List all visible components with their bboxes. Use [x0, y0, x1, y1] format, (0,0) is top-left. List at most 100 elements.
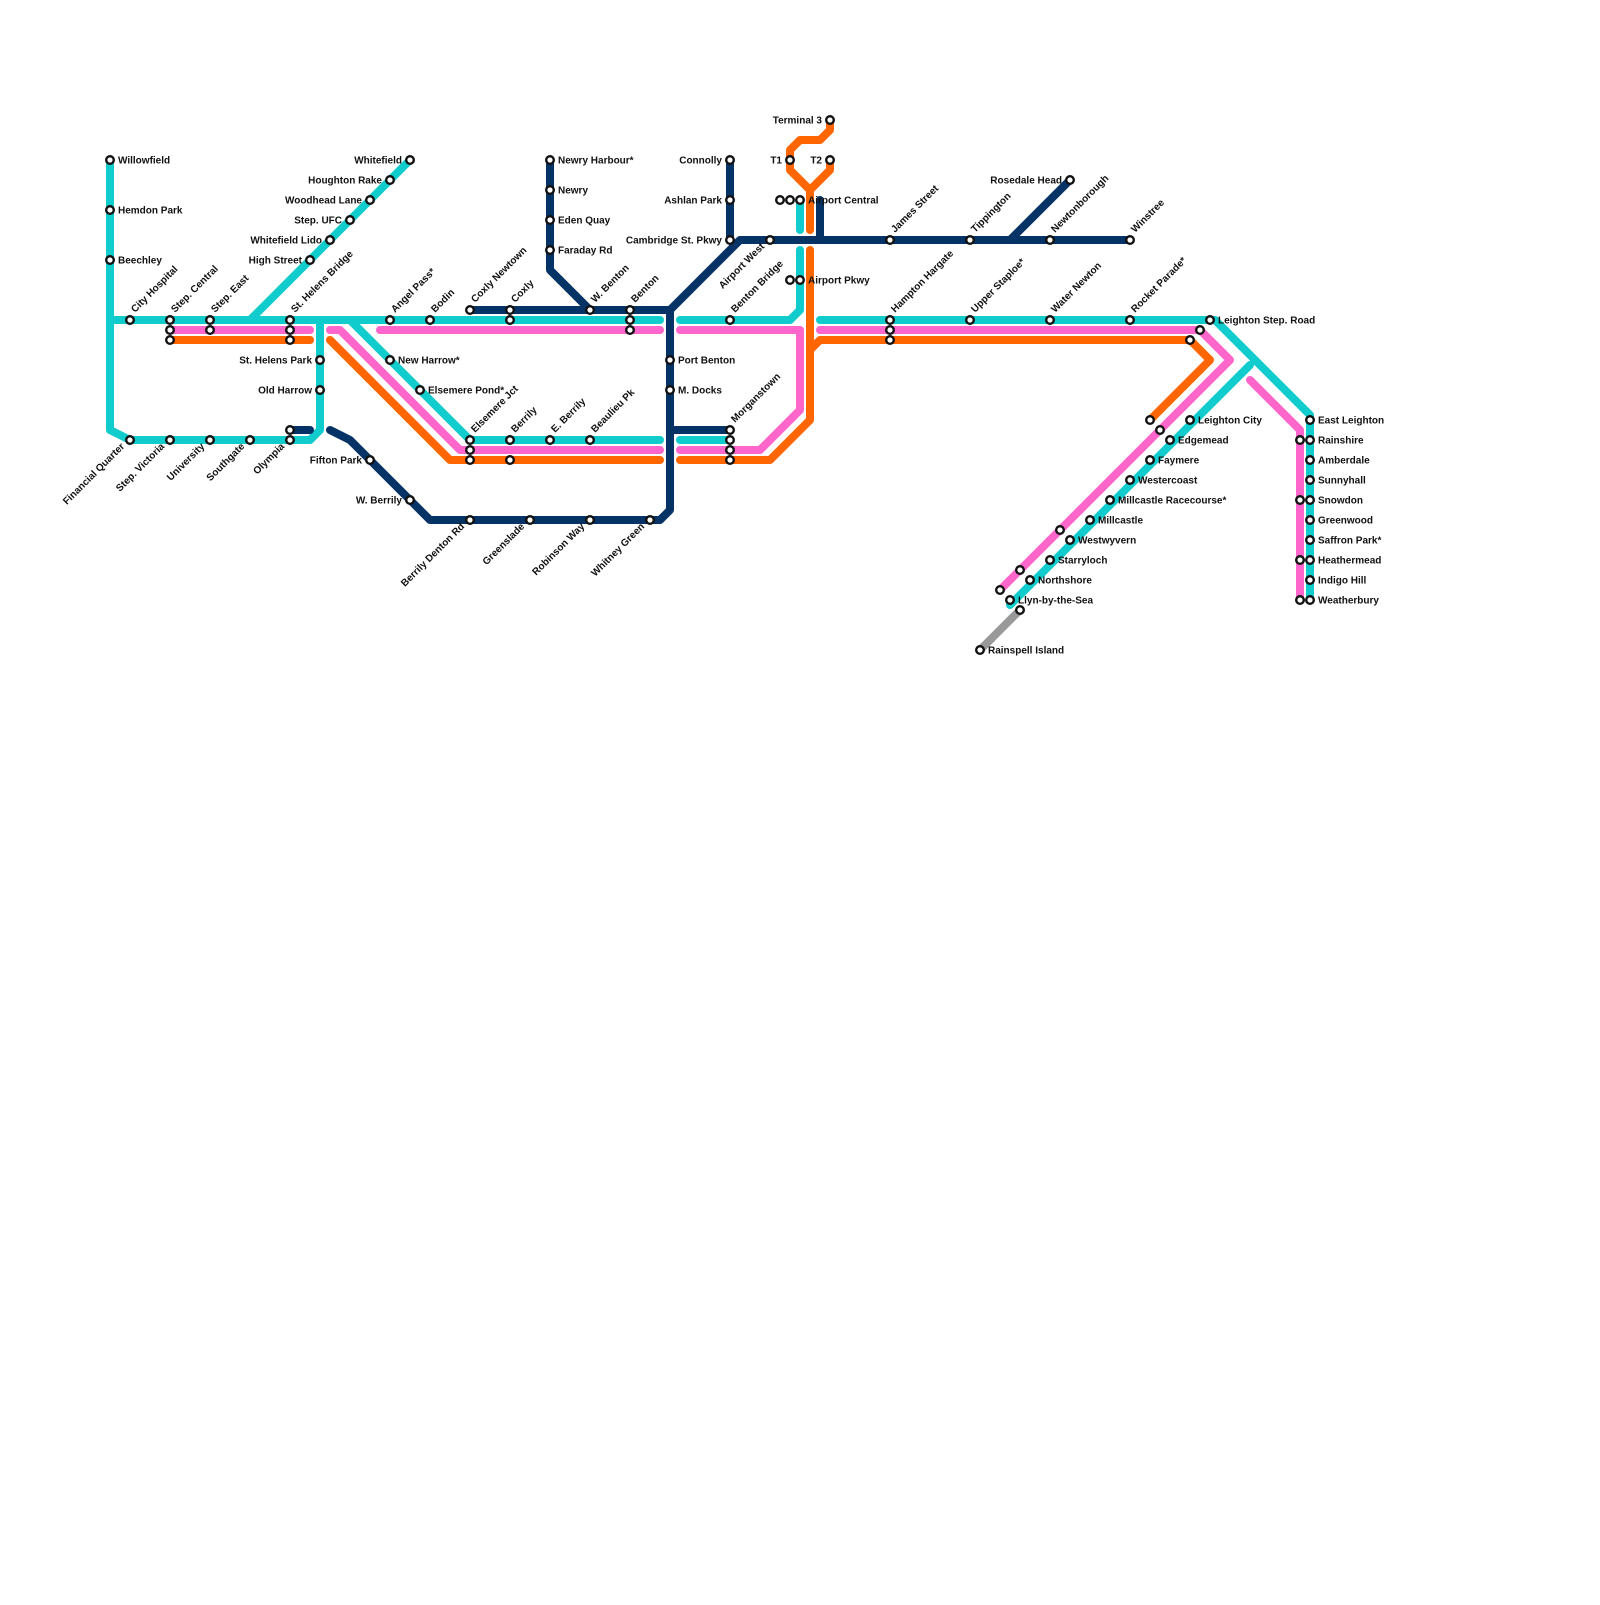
station-marker-unnamed[interactable] — [1054, 525, 1065, 536]
station-marker-westercoast[interactable] — [1124, 475, 1135, 486]
station-marker-step-victoria[interactable] — [164, 435, 175, 446]
station-marker-westwyvern[interactable] — [1064, 535, 1075, 546]
station-marker-m-docks[interactable] — [665, 385, 676, 396]
station-marker-beaulieu-pk[interactable] — [585, 435, 596, 446]
station-marker-hampton-hargate[interactable] — [885, 325, 896, 336]
station-marker-benton[interactable] — [625, 305, 636, 316]
station-marker-southgate[interactable] — [244, 435, 255, 446]
station-marker-angel-pass[interactable] — [385, 315, 396, 326]
station-marker-berrily[interactable] — [505, 435, 516, 446]
station-marker-w-berrily[interactable] — [405, 495, 416, 506]
station-marker-edgemead[interactable] — [1164, 435, 1175, 446]
station-marker-step-central[interactable] — [164, 315, 175, 326]
station-marker-rocket-parade[interactable] — [1124, 315, 1135, 326]
station-marker-hemdon-park[interactable] — [104, 204, 115, 215]
station-marker-leighton-city[interactable] — [1184, 415, 1195, 426]
station-marker-step-east[interactable] — [204, 325, 215, 336]
station-marker-benton[interactable] — [625, 315, 636, 326]
station-marker-snowdon[interactable] — [1304, 495, 1315, 506]
station-marker-woodhead-lane[interactable] — [365, 194, 376, 205]
station-marker-airport-central[interactable] — [785, 194, 796, 205]
station-marker-weatherbury[interactable] — [1294, 595, 1305, 606]
station-marker-e-berrily[interactable] — [545, 435, 556, 446]
station-marker-northshore[interactable] — [1024, 575, 1035, 586]
station-marker-olympia[interactable] — [285, 425, 296, 436]
station-marker-berrily-denton-rd[interactable] — [465, 515, 476, 526]
station-marker-unnamed[interactable] — [995, 585, 1006, 596]
station-marker-step-east[interactable] — [204, 315, 215, 326]
station-marker-winstree[interactable] — [1124, 234, 1135, 245]
station-marker-elsemere-jct[interactable] — [465, 445, 476, 456]
station-marker-elsemere-jct[interactable] — [465, 455, 476, 466]
station-marker-unnamed[interactable] — [1015, 565, 1026, 576]
station-marker-airport-central[interactable] — [795, 194, 806, 205]
station-marker-high-street[interactable] — [305, 255, 316, 266]
station-marker-faymere[interactable] — [1144, 455, 1155, 466]
station-marker-step-central[interactable] — [164, 325, 175, 336]
station-marker-university[interactable] — [204, 435, 215, 446]
station-marker-city-hospital[interactable] — [124, 315, 135, 326]
station-marker-newtonborough[interactable] — [1044, 234, 1055, 245]
station-marker-unnamed[interactable] — [1184, 335, 1195, 346]
station-marker-st-helens-park[interactable] — [315, 355, 326, 366]
station-marker-st-helens-bridge[interactable] — [285, 315, 296, 326]
station-marker-benton[interactable] — [625, 325, 636, 336]
station-marker-step-central[interactable] — [164, 335, 175, 346]
station-marker-indigo-hill[interactable] — [1304, 575, 1315, 586]
station-marker-st-helens-bridge[interactable] — [285, 325, 296, 336]
station-marker-tippington[interactable] — [965, 234, 976, 245]
station-marker-saffron-park[interactable] — [1304, 535, 1315, 546]
station-marker-t1[interactable] — [785, 154, 796, 165]
station-marker-unnamed[interactable] — [1015, 605, 1026, 616]
station-marker-w-benton[interactable] — [585, 305, 596, 316]
station-marker-morganstown[interactable] — [725, 455, 736, 466]
station-marker-water-newton[interactable] — [1044, 315, 1055, 326]
station-marker-unnamed[interactable] — [1154, 425, 1165, 436]
station-marker-millcastle[interactable] — [1084, 515, 1095, 526]
station-marker-faraday-rd[interactable] — [545, 244, 556, 255]
station-marker-unnamed[interactable] — [1194, 325, 1205, 336]
station-marker-airport-pkwy[interactable] — [785, 275, 796, 286]
station-marker-elsemere-jct[interactable] — [465, 435, 476, 446]
station-marker-upper-staploe[interactable] — [965, 315, 976, 326]
station-marker-st-helens-bridge[interactable] — [285, 335, 296, 346]
station-marker-coxly-newtown[interactable] — [465, 305, 476, 316]
station-marker-eden-quay[interactable] — [545, 214, 556, 225]
station-marker-snowdon[interactable] — [1294, 495, 1305, 506]
station-marker-whitefield-lido[interactable] — [325, 234, 336, 245]
station-marker-financial-quarter[interactable] — [124, 435, 135, 446]
station-marker-benton-bridge[interactable] — [725, 315, 736, 326]
station-marker-morganstown[interactable] — [725, 425, 736, 436]
station-marker-new-harrow[interactable] — [385, 355, 396, 366]
station-marker-step-ufc[interactable] — [345, 214, 356, 225]
station-marker-connolly[interactable] — [725, 154, 736, 165]
station-marker-morganstown[interactable] — [725, 445, 736, 456]
station-marker-unnamed[interactable] — [505, 455, 516, 466]
station-marker-t2[interactable] — [825, 154, 836, 165]
station-marker-rainshire[interactable] — [1304, 435, 1315, 446]
station-marker-coxly[interactable] — [505, 305, 516, 316]
station-marker-weatherbury[interactable] — [1304, 595, 1315, 606]
station-marker-james-street[interactable] — [885, 234, 896, 245]
station-marker-coxly[interactable] — [505, 315, 516, 326]
station-marker-heathermead[interactable] — [1304, 555, 1315, 566]
station-marker-fifton-park[interactable] — [365, 455, 376, 466]
station-marker-sunnyhall[interactable] — [1304, 475, 1315, 486]
station-marker-whitney-green[interactable] — [645, 515, 656, 526]
station-marker-morganstown[interactable] — [725, 435, 736, 446]
station-marker-port-benton[interactable] — [665, 355, 676, 366]
station-marker-hampton-hargate[interactable] — [885, 315, 896, 326]
station-marker-llyn-by-the-sea[interactable] — [1005, 595, 1016, 606]
station-marker-rosedale-head[interactable] — [1064, 174, 1075, 185]
station-marker-rainspell-island[interactable] — [975, 645, 986, 656]
station-marker-heathermead[interactable] — [1294, 555, 1305, 566]
station-marker-hampton-hargate[interactable] — [885, 335, 896, 346]
station-marker-bodin[interactable] — [425, 315, 436, 326]
station-marker-newry[interactable] — [545, 184, 556, 195]
station-marker-whitefield[interactable] — [405, 154, 416, 165]
station-marker-old-harrow[interactable] — [315, 385, 326, 396]
station-marker-unnamed[interactable] — [1144, 415, 1155, 426]
station-marker-starryloch[interactable] — [1044, 555, 1055, 566]
station-marker-elsemere-pond[interactable] — [415, 385, 426, 396]
station-marker-airport-central[interactable] — [775, 194, 786, 205]
